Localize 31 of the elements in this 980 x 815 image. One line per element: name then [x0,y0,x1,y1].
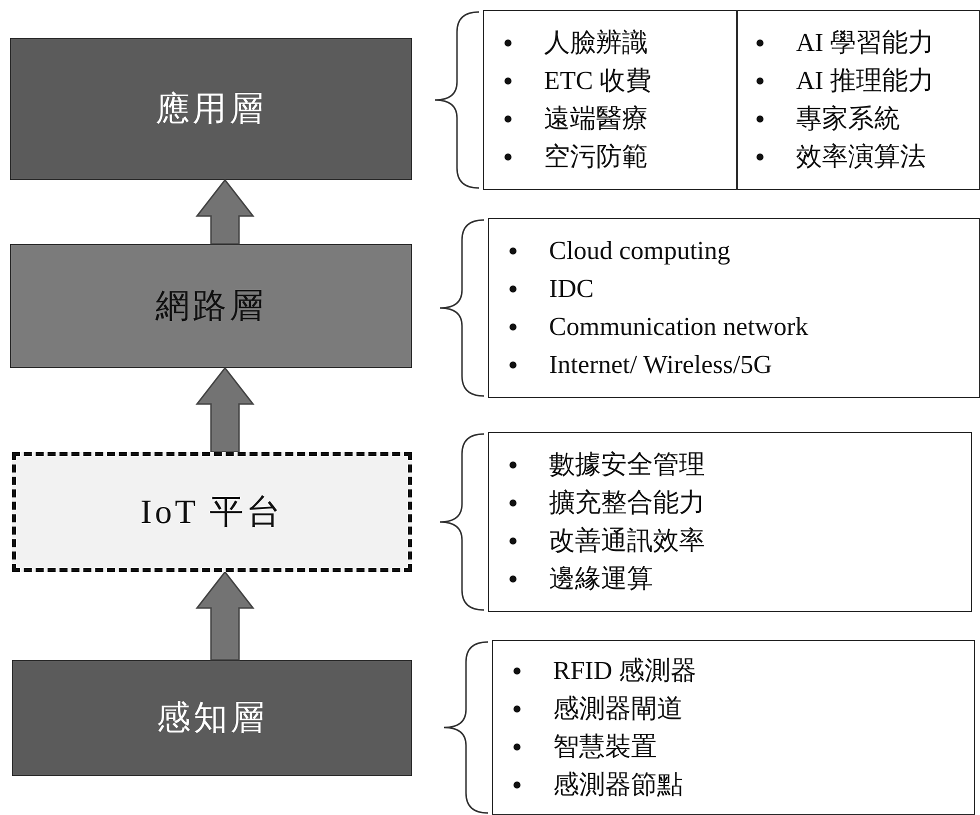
bullet-item: Internet/ Wireless/5G [549,349,772,381]
block-arrow [195,366,255,453]
bullet-item: 人臉辨識 [544,27,648,59]
block-arrow [195,178,255,245]
block-arrow [195,570,255,661]
layer-box: IoT 平台 [12,452,412,572]
layer-box: 感知層 [12,660,412,776]
layer-box: 網路層 [10,244,412,368]
list-box [492,640,975,815]
bullet-item: 改善通訊效率 [549,525,705,557]
bullet-item: 遠端醫療 [544,103,648,135]
bullet-item: 專家系統 [796,103,900,135]
bullet-item: 感測器節點 [553,768,683,800]
list-box [483,10,980,190]
list-box [488,218,980,398]
bullet-item: 效率演算法 [796,141,926,173]
list-box [488,432,972,612]
bullet-item: RFID 感測器 [553,654,697,686]
bullet-item: AI 推理能力 [796,65,934,97]
bullet-item: 智慧裝置 [553,730,657,762]
bullet-item: 數據安全管理 [549,449,705,481]
bullet-item: ETC 收費 [544,65,652,97]
bullet-item: 感測器閘道 [553,692,683,724]
bullet-item: 空污防範 [544,141,648,173]
bullet-item: 擴充整合能力 [549,487,705,519]
bullet-item: Cloud computing [549,235,730,267]
layer-box: 應用層 [10,38,412,180]
bullet-item: IDC [549,273,594,305]
bullet-item: Communication network [549,311,808,343]
bullet-item: AI 學習能力 [796,27,934,59]
bullet-item: 邊緣運算 [549,563,653,595]
